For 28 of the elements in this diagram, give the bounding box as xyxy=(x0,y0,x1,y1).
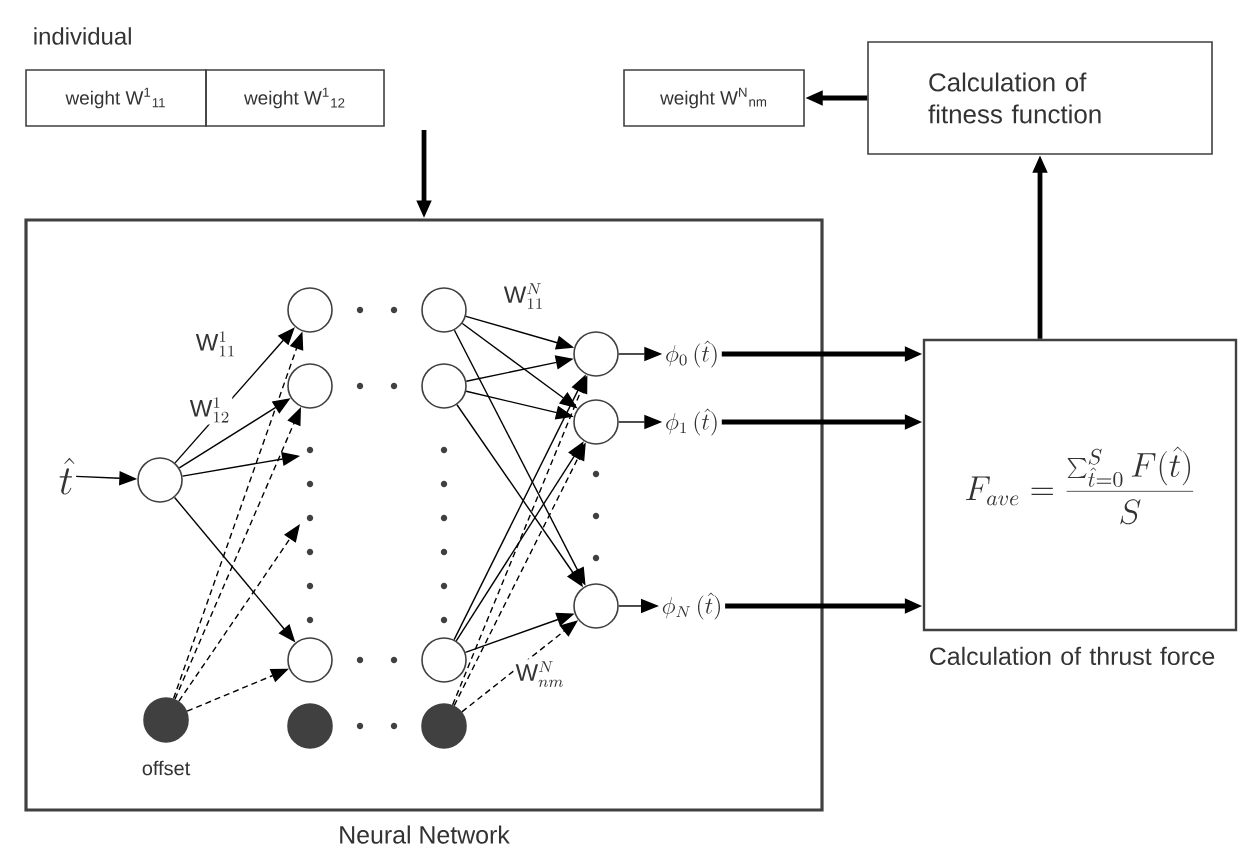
process-box: Calculation of fitness function xyxy=(867,41,1213,155)
neuron-circle xyxy=(573,399,619,445)
offset-dot xyxy=(287,703,333,749)
offset-dot xyxy=(421,703,467,749)
node-label: offset xyxy=(142,760,191,776)
arrow xyxy=(178,524,300,702)
math-label: $\phi_{0}\,(\hat{t})$ xyxy=(666,340,717,368)
heading-label: individual xyxy=(30,25,135,47)
neuron-circle xyxy=(573,583,619,629)
neuron-circle xyxy=(573,331,619,377)
node-label: Neural Network xyxy=(340,825,510,844)
neuron-circle xyxy=(421,287,467,333)
neuron-circle xyxy=(287,363,333,409)
process-box: $F_{ave} = \frac{\sum_{\hat{t}=0}^{S} F(\hat{t})}{S}$ Calculation of thrust force xyxy=(922,338,1238,666)
neuron-circle xyxy=(287,637,333,683)
weight-label: $\mathrm{W}^{N}_{nm}$ xyxy=(513,659,567,689)
neuron-circle xyxy=(137,457,183,503)
neuron-circle xyxy=(287,287,333,333)
neuron-circle xyxy=(421,363,467,409)
math-label: $\hat{t}$ xyxy=(59,457,75,495)
weight-label: $\mathrm{W}^{N}_{11}$ xyxy=(501,281,547,311)
neuron-circle xyxy=(421,637,467,683)
weight-label: $\mathrm{W}^{1}_{12}$ xyxy=(187,395,233,425)
arrow xyxy=(174,327,295,464)
math-label: $\phi_{1}\,(\hat{t})$ xyxy=(666,408,717,436)
node-label: Calculation of thrust force xyxy=(930,646,1215,666)
math-label: $\phi_{N}\,(\hat{t})$ xyxy=(662,592,720,620)
weight-label: $\mathrm{W}^{1}_{11}$ xyxy=(193,329,239,359)
